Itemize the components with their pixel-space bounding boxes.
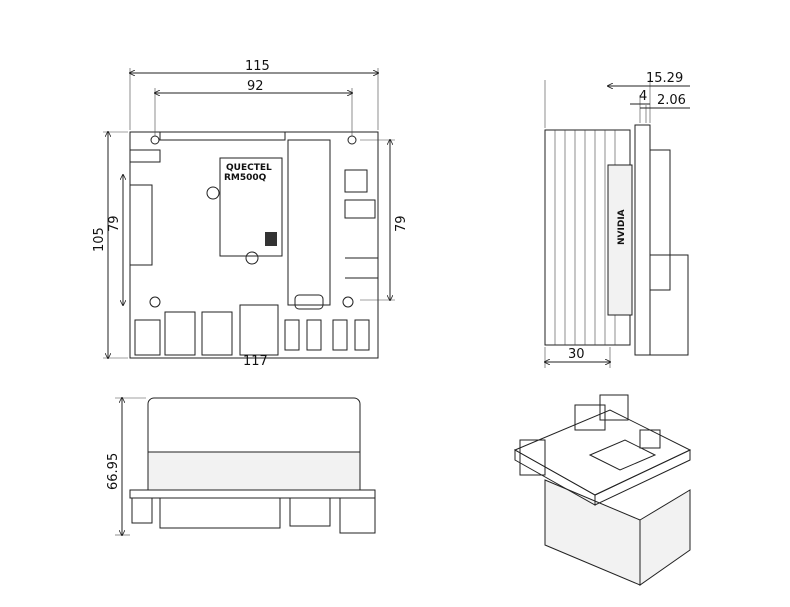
heatsink-fins [554, 130, 616, 345]
dim-holes-92: 92 [247, 79, 264, 94]
connectors [649, 149, 671, 291]
sim-slot [344, 169, 368, 193]
antenna-port [284, 319, 300, 351]
mount-hole [347, 135, 357, 145]
ports [649, 254, 689, 356]
module-plate [607, 164, 633, 316]
dim-4: 4 [639, 89, 647, 104]
port-block [131, 497, 153, 524]
iso-board-edge [594, 449, 691, 506]
mount-hole [342, 296, 354, 308]
module-screw [206, 186, 220, 200]
ethernet-port [239, 304, 279, 356]
iso-heatsink-side [639, 489, 691, 586]
carrier-board [634, 124, 651, 356]
mount-hole [149, 296, 161, 308]
antenna-port [332, 319, 348, 351]
port [134, 319, 161, 356]
top-connector [159, 131, 286, 141]
module-screw [245, 251, 259, 265]
iso-module [588, 439, 657, 471]
port-block [289, 497, 331, 527]
iso-port [599, 394, 629, 421]
dim-height-105: 105 [92, 227, 107, 252]
side-connector [129, 184, 153, 266]
connectors-row [159, 497, 281, 529]
heatsink-fins [147, 451, 361, 491]
isometric-view [513, 394, 692, 586]
dim-right-79: 79 [394, 215, 409, 232]
dim-left-79: 79 [107, 215, 122, 232]
nvidia-label: NVIDIA [617, 209, 627, 245]
dim-15-29: 15.29 [646, 71, 683, 86]
dim-30: 30 [568, 347, 585, 362]
port-block [339, 497, 376, 534]
board [129, 489, 376, 499]
iso-port [574, 404, 606, 431]
ethernet-port [201, 311, 233, 356]
m2-slot [287, 139, 331, 306]
iso-connector [519, 439, 546, 476]
top-view: QUECTEL RM500Q 115 92 105 79 [92, 59, 409, 369]
antenna-port [306, 319, 322, 351]
iso-heatsink-side [544, 479, 641, 586]
m2-standoff [294, 294, 324, 310]
module-brand: QUECTEL [226, 163, 272, 173]
dim-bottom-117: 117 [243, 354, 268, 369]
module-qr-code [265, 232, 277, 246]
module-outline [219, 157, 283, 257]
rm500q-module: QUECTEL RM500Q [206, 157, 283, 265]
ethernet-port [164, 311, 196, 356]
antenna-port [354, 319, 370, 351]
iso-connector [639, 429, 661, 449]
front-view: 66.95 [106, 398, 376, 535]
iso-board-top [513, 409, 692, 496]
dim-2-06: 2.06 [657, 93, 686, 108]
header [129, 149, 161, 163]
mount-hole [150, 135, 160, 145]
module-model: RM500Q [224, 173, 267, 183]
dim-width-115: 115 [245, 59, 270, 74]
side-view: NVIDIA 15.29 4 2.06 30 [545, 71, 690, 368]
dim-66-95: 66.95 [106, 453, 121, 490]
connector [344, 199, 376, 219]
